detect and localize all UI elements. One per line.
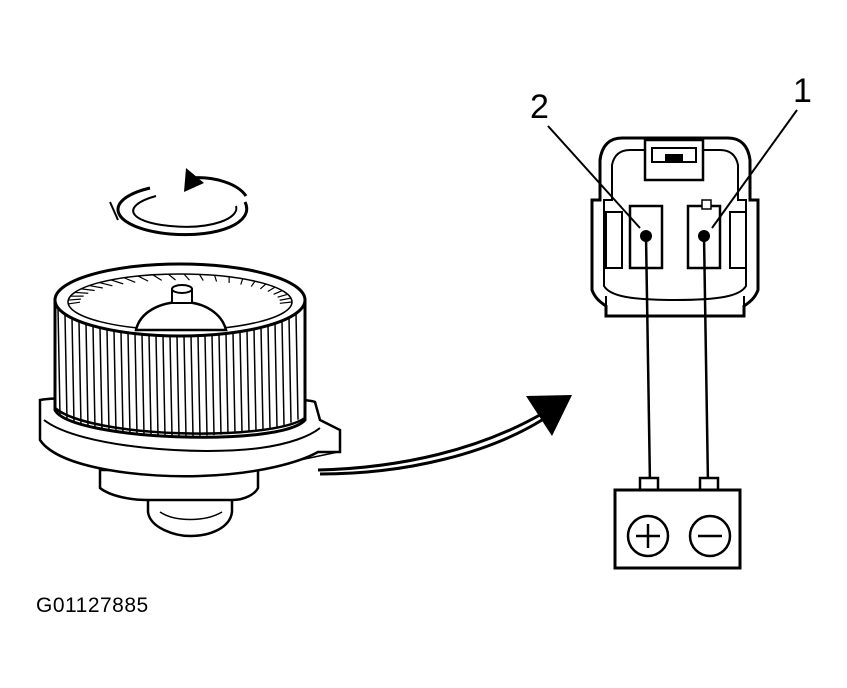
callout-terminal-1: 1 — [793, 72, 812, 110]
fan-blade — [78, 321, 82, 426]
fan-blade — [288, 317, 292, 423]
fan-blade-top — [279, 301, 293, 304]
fan-blade-top — [250, 280, 256, 287]
fan-blade-top — [198, 274, 204, 281]
fan-blade — [92, 325, 96, 429]
fan-blade — [176, 335, 180, 437]
fan-blade — [155, 335, 159, 436]
fan-blade-top — [123, 277, 136, 283]
callout-leaders — [547, 109, 798, 229]
fan-blade — [274, 323, 278, 427]
fan-blade — [239, 331, 243, 433]
fan-blade-top — [277, 293, 288, 298]
fan-blade — [218, 334, 222, 435]
fan-blade-top — [137, 275, 149, 282]
fan-blade — [169, 335, 173, 436]
fan-blade — [204, 335, 208, 436]
fan-blade-top — [99, 281, 113, 287]
fan-blade — [232, 332, 236, 434]
fan-blade-top — [68, 298, 81, 301]
fan-blade — [85, 323, 89, 428]
blower-motor — [38, 262, 342, 538]
fan-blade — [148, 334, 152, 436]
fan-blade-top — [89, 284, 103, 289]
fan-blade — [141, 334, 145, 435]
fan-blade-top — [74, 291, 89, 294]
fan-blade — [57, 307, 61, 416]
fan-blade — [99, 327, 103, 430]
test-leads — [644, 235, 710, 485]
fan-blade — [197, 335, 201, 436]
fan-blade — [71, 318, 75, 424]
fan-blade — [281, 320, 285, 426]
callout-terminal-2: 2 — [530, 88, 549, 126]
figure-id: G01127885 — [36, 594, 149, 617]
fan-blade — [127, 332, 131, 434]
fan-blade-top — [68, 301, 81, 305]
fan-blade — [162, 335, 166, 436]
fan-blade — [190, 335, 194, 436]
fan-blade-top — [152, 274, 162, 281]
fan-blade-top — [81, 288, 95, 292]
fan-blade — [246, 330, 250, 432]
fan-blade — [64, 314, 68, 421]
fan-blade-top — [214, 275, 218, 282]
fan-blade-top — [167, 273, 176, 281]
fan-blade — [267, 325, 271, 429]
fan-blade — [183, 335, 187, 437]
fan-blades — [57, 307, 299, 437]
rotation-arrow-icon — [109, 168, 249, 237]
fan-blade-top — [183, 273, 190, 281]
fan-blade-top — [240, 278, 244, 285]
fan-blade-top — [273, 290, 283, 295]
fan-blade-top — [259, 283, 267, 290]
fan-blade — [134, 333, 138, 435]
fan-blade — [253, 328, 257, 431]
fan-blade-top — [267, 286, 276, 292]
fan-blade — [260, 327, 264, 430]
connector — [590, 136, 760, 318]
fan-blade — [106, 329, 110, 432]
fan-blade — [113, 330, 117, 433]
fan-blade — [211, 334, 215, 436]
curved-arrow-icon — [317, 395, 572, 476]
fan-blade — [120, 331, 124, 433]
fan-blade — [225, 333, 229, 435]
battery — [613, 476, 742, 570]
fan-blade — [295, 313, 299, 420]
fan-blade-top — [279, 297, 292, 301]
fan-blade-top — [110, 279, 124, 285]
